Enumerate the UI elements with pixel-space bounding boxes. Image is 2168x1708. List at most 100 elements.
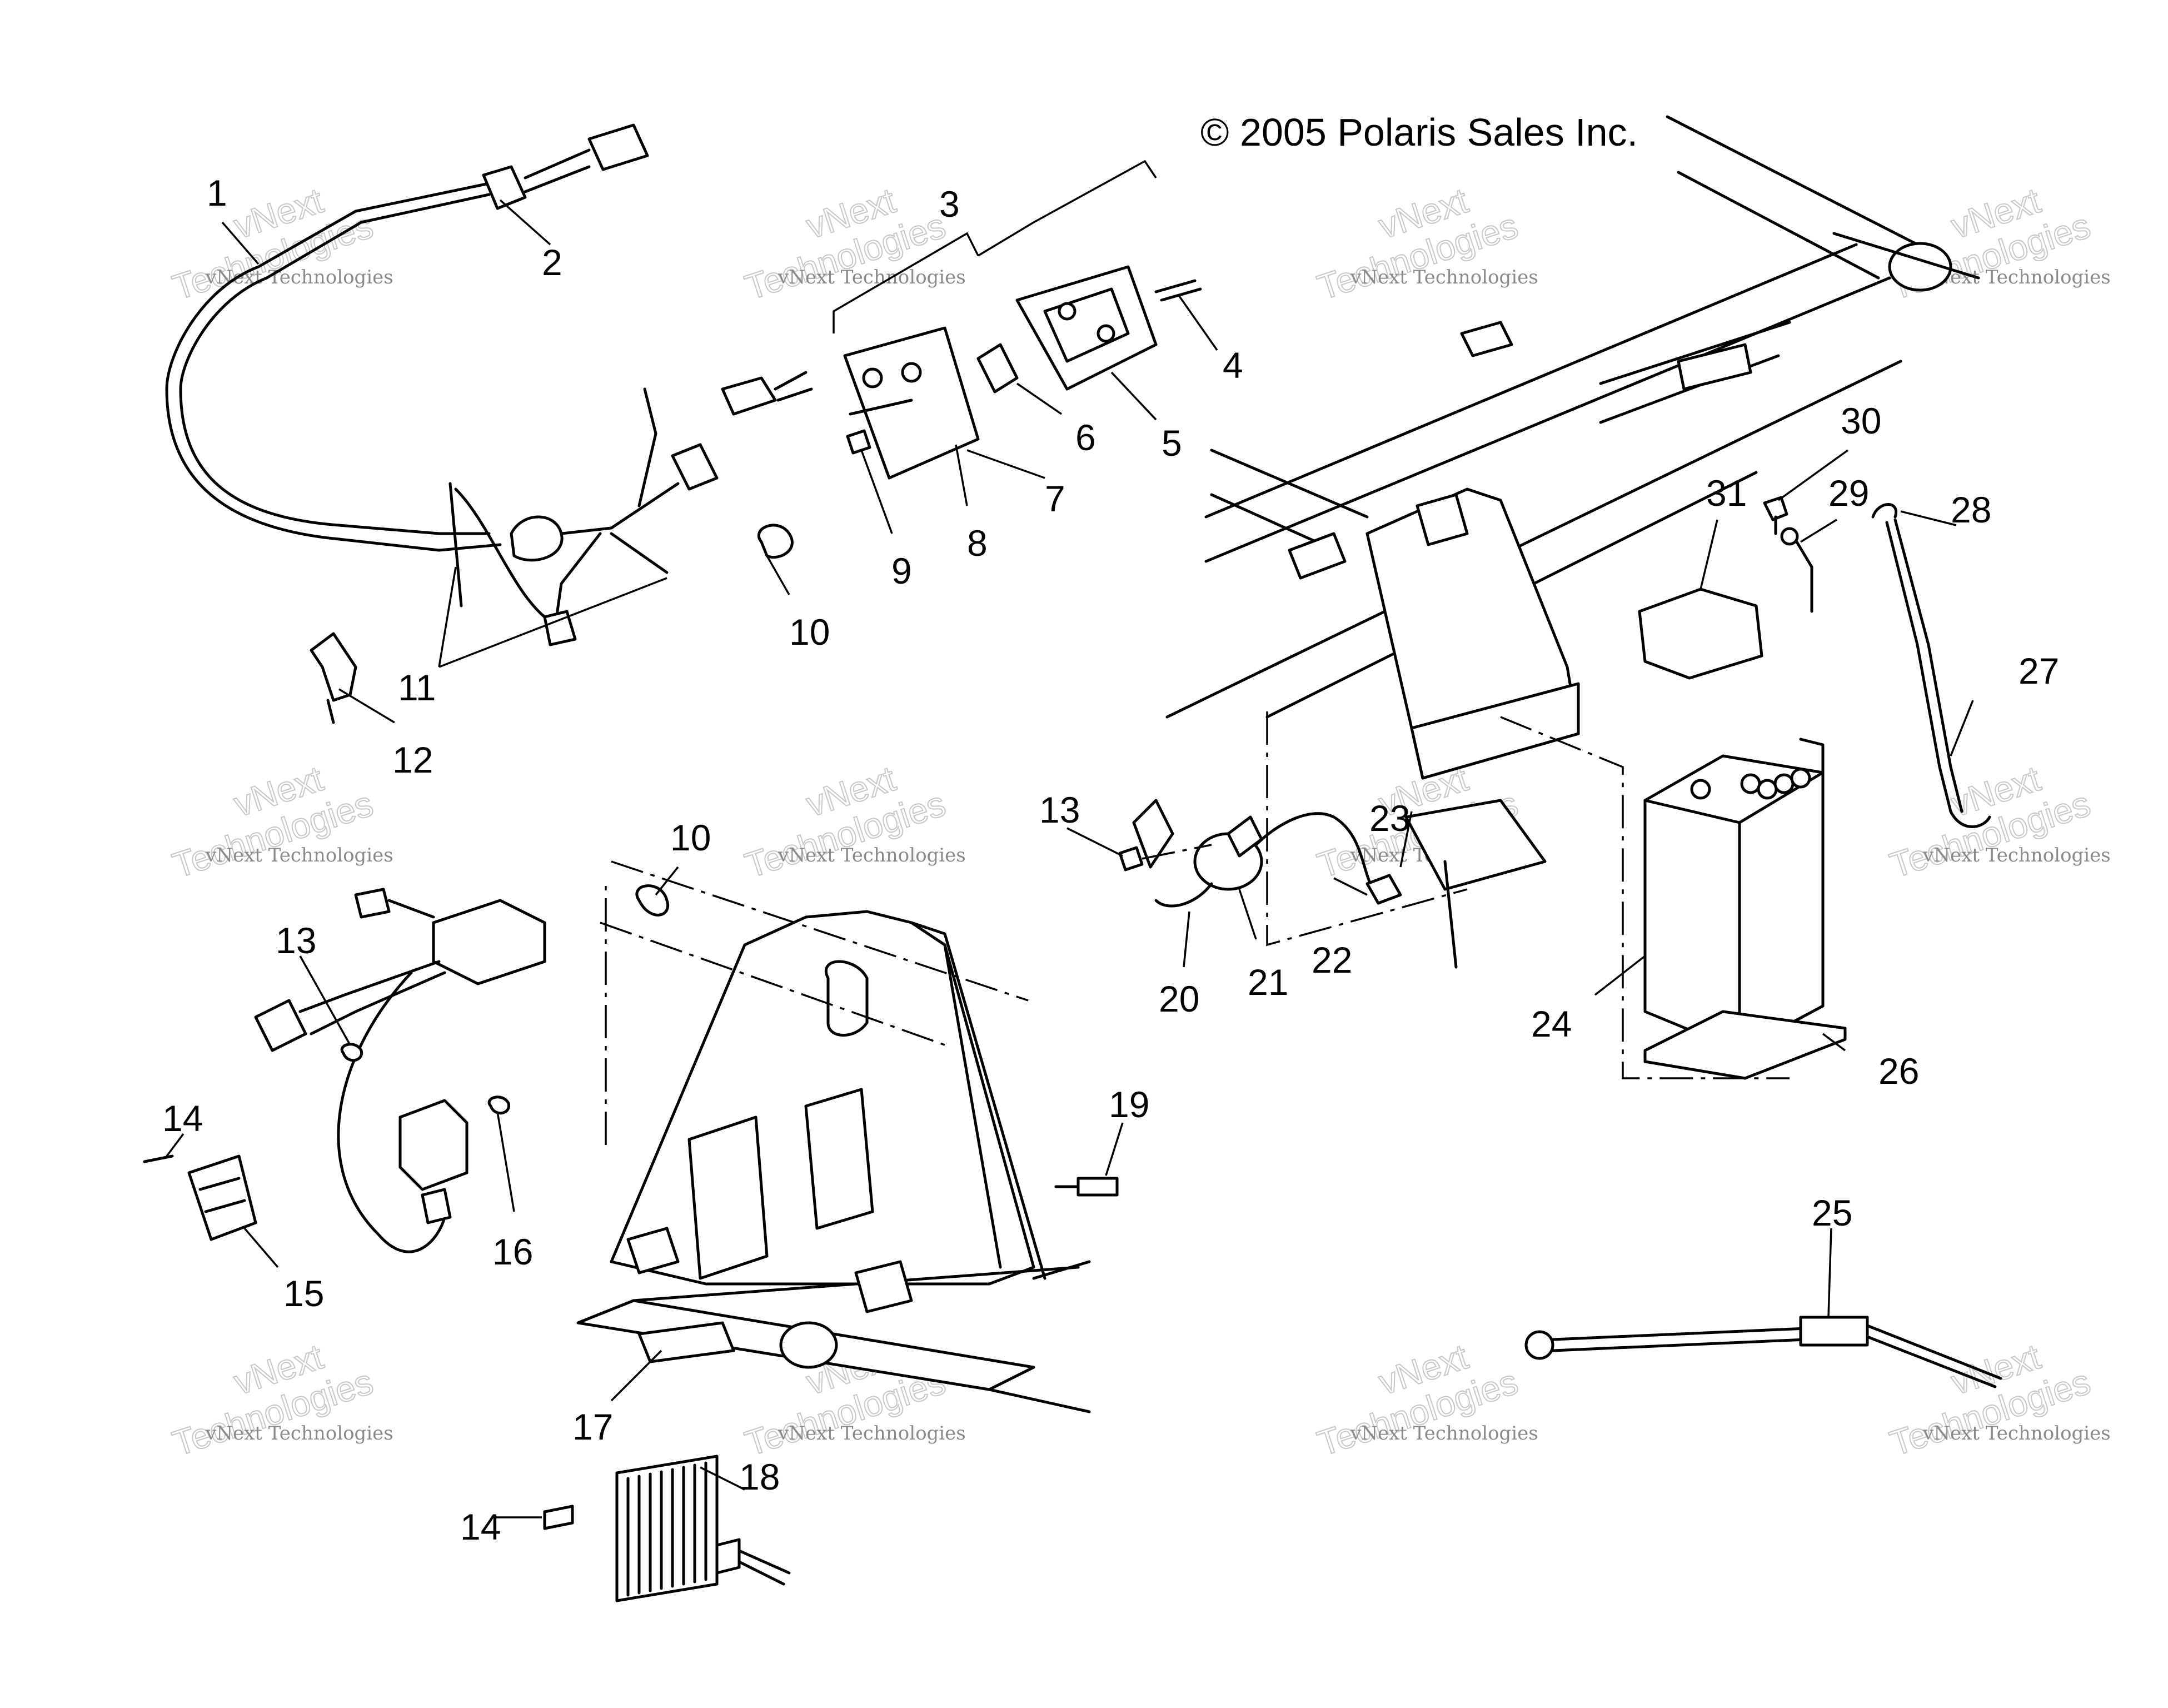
- callout-6: 6: [1075, 417, 1096, 458]
- battery-cable: [1524, 1316, 2002, 1388]
- battery-pad: [1643, 1010, 1847, 1080]
- callout-31: 31: [1706, 472, 1747, 514]
- callout-1: 1: [207, 172, 227, 213]
- callout-21: 21: [1248, 962, 1288, 1003]
- frame-tab: [1288, 532, 1347, 580]
- callout-11: 11: [398, 667, 436, 708]
- harness-connector: [482, 165, 527, 210]
- copyright-text: © 2005 Polaris Sales Inc.: [1200, 111, 1638, 154]
- callout-8: 8: [967, 522, 988, 564]
- callout-15: 15: [283, 1273, 324, 1314]
- coil-nut: [1118, 846, 1144, 872]
- watermark-small: vNext Technologies: [1350, 1422, 1538, 1445]
- callout-12: 12: [392, 739, 433, 780]
- tail-light: [757, 160, 1202, 559]
- harness-grommet: [510, 515, 564, 562]
- callout-25: 25: [1812, 1192, 1852, 1233]
- callout-3: 3: [939, 183, 960, 225]
- callout-28: 28: [1951, 489, 1991, 530]
- harness-connector-d: [721, 376, 777, 416]
- watermark: vNext Technologies vNext Technologies: [167, 1336, 393, 1464]
- battery-box-clip: [1416, 493, 1469, 546]
- watermark-small: vNext Technologies: [205, 266, 393, 288]
- battery: [1643, 738, 1847, 1080]
- cdi-connector: [254, 999, 307, 1052]
- regulator-body: [615, 1455, 719, 1602]
- ignition-coil-lower: [398, 1099, 469, 1191]
- watermark-small: vNext Technologies: [778, 1422, 966, 1445]
- callout-14: 14: [162, 1098, 203, 1139]
- callout-10-lower: 10: [670, 817, 711, 858]
- terminal-bolt: [1763, 496, 1788, 521]
- watermark-small: vNext Technologies: [205, 1422, 393, 1445]
- plate-cutout: [687, 1116, 769, 1280]
- plate-slot: [626, 1227, 680, 1274]
- harness-plug: [587, 123, 649, 171]
- plate-bracket: [804, 1088, 874, 1230]
- watermark: vNext Technologies vNext Technologies: [167, 180, 393, 308]
- harness-connector-b: [671, 443, 719, 491]
- plate-label: [637, 1321, 735, 1363]
- callout-16: 16: [492, 1231, 533, 1272]
- cdi-module: [254, 888, 546, 1253]
- battery-box-base: [1404, 799, 1547, 891]
- coil-nut-lower: [340, 1043, 363, 1062]
- watermark: vNext Technologies vNext Technologies: [1885, 758, 2111, 886]
- watermark: vNext Technologies vNext Technologies: [740, 180, 966, 308]
- callout-14-lower: 14: [460, 1506, 501, 1547]
- terminal-cover: [1638, 587, 1763, 680]
- spark-cap: [1365, 874, 1402, 905]
- callout-24: 24: [1531, 1003, 1572, 1044]
- watermark: vNext Technologies vNext Technologies: [740, 758, 966, 886]
- ignition-components: [1118, 799, 1402, 908]
- callout-23: 23: [1369, 798, 1410, 839]
- harness-clip-10: [635, 884, 670, 917]
- callout-9: 9: [891, 550, 912, 591]
- voltage-regulator: [543, 1455, 791, 1602]
- light-lens: [1015, 265, 1158, 391]
- frame-assembly: [1165, 115, 1980, 1079]
- wire-harness: [165, 123, 813, 646]
- plate-hole: [825, 960, 869, 1037]
- callout-22: 22: [1312, 939, 1352, 980]
- coil-mount: [1132, 799, 1174, 869]
- plate-round-hole: [779, 1321, 838, 1369]
- callout-10: 10: [789, 611, 830, 653]
- callout-18: 18: [739, 1456, 780, 1497]
- watermark: vNext Technologies vNext Technologies: [167, 758, 393, 886]
- light-clip: [757, 524, 794, 559]
- battery-body: [1643, 754, 1825, 1052]
- watermark: vNext Technologies vNext Technologies: [1885, 1336, 2111, 1464]
- callout-5: 5: [1162, 422, 1182, 464]
- harness-connector-c: [543, 610, 577, 646]
- coil-washer: [487, 1095, 510, 1115]
- mounting-plate: [576, 860, 1091, 1413]
- watermark-small: vNext Technologies: [1350, 266, 1538, 288]
- cdi-box: [432, 899, 546, 985]
- relay-bracket: [187, 1154, 257, 1241]
- cable-boot: [1799, 1316, 1869, 1347]
- cdi-bolt: [354, 888, 391, 919]
- battery-box-lip: [1410, 682, 1580, 780]
- harness-clip-12: [310, 632, 357, 702]
- callout-4: 4: [1223, 345, 1243, 386]
- plate-bolt: [1076, 1177, 1119, 1197]
- callout-20: 20: [1159, 978, 1199, 1019]
- callout-13: 13: [1039, 789, 1080, 830]
- watermark-small: vNext Technologies: [1922, 1422, 2111, 1445]
- light-bulb: [976, 343, 1019, 394]
- plate-slot: [854, 1260, 913, 1313]
- watermark-small: vNext Technologies: [778, 266, 966, 288]
- watermark-small: vNext Technologies: [205, 844, 393, 867]
- watermark-small: vNext Technologies: [778, 844, 966, 867]
- callout-19: 19: [1109, 1084, 1149, 1125]
- callout-17: 17: [572, 1406, 613, 1447]
- watermark: vNext Technologies vNext Technologies: [1312, 180, 1538, 308]
- callout-27: 27: [2019, 650, 2059, 691]
- callout-30: 30: [1841, 400, 1881, 441]
- watermark-small: vNext Technologies: [1922, 844, 2111, 867]
- leader-lines: [166, 199, 1974, 1518]
- light-base: [843, 326, 980, 480]
- watermark: vNext Technologies vNext Technologies: [1312, 1336, 1538, 1464]
- frame-tab: [1460, 321, 1513, 357]
